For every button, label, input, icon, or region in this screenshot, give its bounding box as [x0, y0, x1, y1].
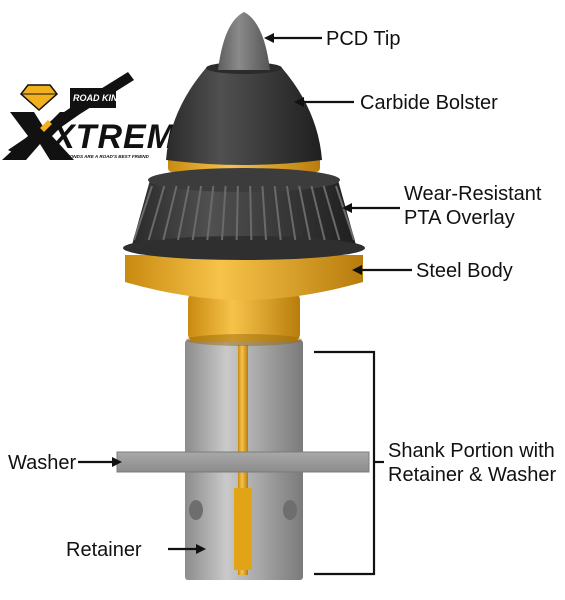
leader-lines	[78, 33, 412, 576]
label-shank-line2: Retainer & Washer	[388, 464, 557, 486]
retainer-gap	[234, 488, 252, 570]
bolster-shape	[166, 68, 322, 165]
overlay-rib	[335, 185, 355, 241]
overlay-rib	[298, 185, 311, 241]
label-overlay-line1: Wear-Resistant	[404, 183, 542, 205]
overlay-cone	[132, 180, 356, 245]
washer	[116, 451, 370, 473]
label-shank-line1: Shank Portion with	[388, 440, 555, 462]
overlay-rib	[221, 185, 227, 241]
steel-body-arrow	[352, 265, 362, 275]
overlay-rib	[133, 185, 153, 241]
x-mark-accent	[40, 120, 52, 132]
logo-tagline: DIAMONDS ARE A ROAD'S BEST FRIEND	[58, 154, 150, 159]
carbide-bolster-arrow	[294, 97, 304, 107]
overlay-top-band	[148, 168, 340, 192]
carbide-bolster	[166, 62, 322, 165]
labels: PCD Tip Carbide Bolster Wear-Resistant P…	[8, 28, 557, 561]
overlay-rib	[310, 185, 326, 241]
road-king-badge	[70, 88, 116, 108]
pta-overlay	[123, 168, 365, 260]
shank	[116, 340, 370, 580]
overlay-bottom-band	[123, 236, 365, 260]
overlay-rib	[261, 185, 267, 241]
label-pcd-tip: PCD Tip	[326, 28, 400, 50]
overlay-rib	[191, 185, 203, 241]
washer-arrow	[112, 457, 122, 467]
steel-collar	[125, 255, 363, 300]
overlay-rib	[177, 185, 190, 241]
overlay-rib	[235, 185, 239, 241]
retainer-hole-right	[283, 500, 297, 520]
pcd-tip-arrow	[264, 33, 274, 43]
overlay-rib	[273, 185, 282, 241]
label-steel-body: Steel Body	[416, 260, 513, 282]
overlay-arrow	[342, 203, 352, 213]
x-mark-icon	[2, 112, 76, 160]
steel-neck	[188, 292, 300, 342]
overlay-rib	[322, 185, 341, 241]
overlay-ribs	[133, 185, 355, 241]
diamond-icon	[19, 84, 59, 112]
retainer-arrow	[196, 544, 206, 554]
tip-shape	[218, 12, 270, 70]
label-overlay-line2: PTA Overlay	[404, 207, 515, 229]
label-washer: Washer	[8, 452, 77, 474]
steel-neck-shadow	[186, 334, 302, 346]
pcd-tip	[218, 12, 270, 70]
label-retainer: Retainer	[66, 539, 142, 561]
overlay-rib	[249, 185, 253, 241]
overlay-rib	[206, 185, 215, 241]
overlay-rib	[147, 185, 166, 241]
retainer-hole-left	[189, 500, 203, 520]
logo-brand-small: ROAD KING	[73, 93, 125, 103]
label-carbide-bolster: Carbide Bolster	[360, 92, 498, 114]
overlay-rib	[285, 185, 297, 241]
steel-body	[125, 152, 363, 346]
overlay-rib	[162, 185, 178, 241]
